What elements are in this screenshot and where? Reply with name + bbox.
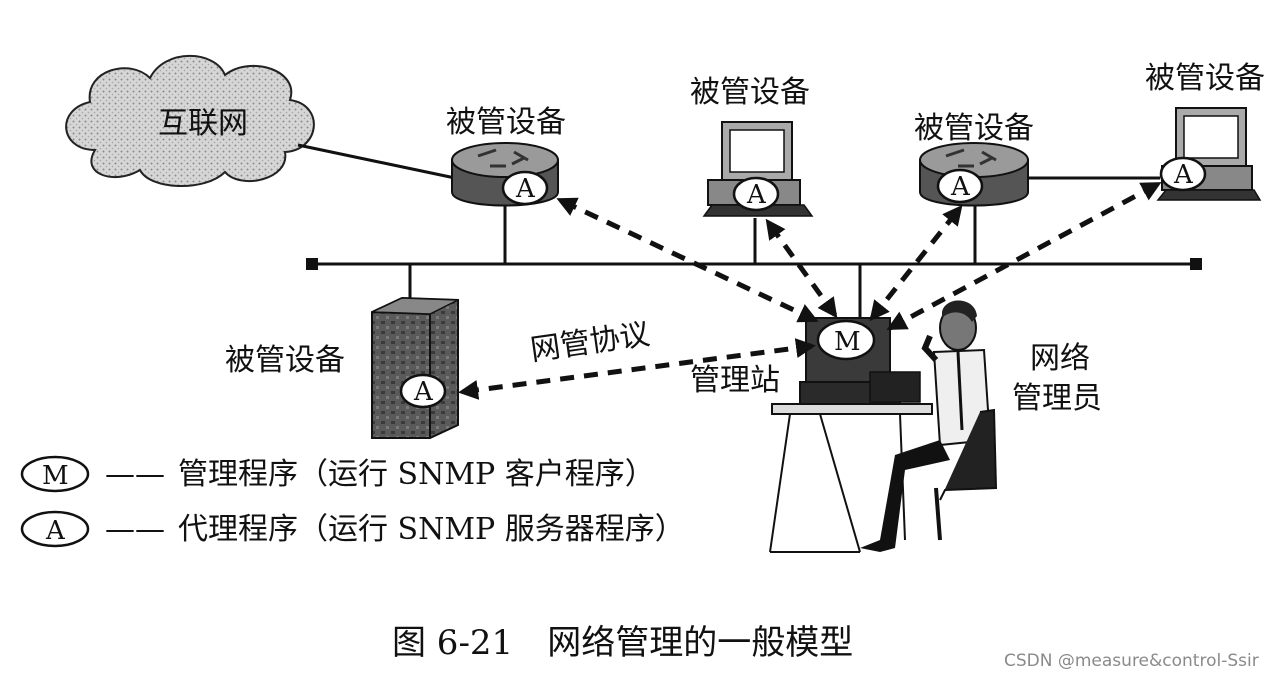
internet-cloud: 互联网	[65, 55, 315, 188]
agent-badge-text: A	[1173, 160, 1194, 190]
manager-badge-text: M	[834, 327, 861, 357]
network-admin-figure: 网络 管理员	[860, 300, 1102, 552]
legend-dash: ——	[105, 457, 165, 492]
device-label-2: 被管设备	[690, 75, 810, 110]
agent-badge	[399, 373, 447, 409]
watermark: CSDN @measure&control-Ssir	[1004, 651, 1259, 671]
manager-badge	[816, 319, 876, 361]
legend-item-agent: A —— 代理程序（运行 SNMP 服务器程序）	[20, 510, 685, 548]
admin-label-line1: 网络	[1030, 341, 1090, 376]
admin-label-line2: 管理员	[1012, 381, 1102, 416]
agent-badge-text: A	[515, 174, 536, 204]
device-label-5: 被管设备	[225, 343, 345, 378]
device-label-3: 被管设备	[914, 111, 1034, 146]
managed-computer-4: 被管设备 A	[1145, 61, 1265, 201]
station-label: 管理站	[690, 363, 780, 398]
legend-dash: ——	[105, 512, 165, 547]
figure-caption: 图 6-21 网络管理的一般模型	[392, 623, 853, 663]
agent-badge	[501, 170, 549, 206]
arrow-to-router-1	[556, 197, 819, 323]
management-station: M 管理站	[690, 317, 933, 553]
protocol-label: 网管协议	[528, 317, 652, 368]
cloud-label: 互联网	[158, 106, 248, 141]
legend-badge-text: A	[45, 516, 66, 546]
legend-badge-text: M	[42, 461, 69, 491]
agent-badge	[20, 510, 90, 548]
legend-text: 代理程序（运行 SNMP 服务器程序）	[178, 512, 685, 547]
internet-link	[297, 143, 456, 180]
device-label-1: 被管设备	[446, 105, 566, 140]
device-label-4: 被管设备	[1145, 61, 1265, 96]
agent-badge-text: A	[413, 377, 434, 407]
arrow-to-computer-2	[765, 218, 838, 319]
managed-server-5: 被管设备 A	[225, 296, 459, 439]
legend-item-manager: M —— 管理程序（运行 SNMP 客户程序）	[20, 455, 655, 493]
arrow-to-computer-4	[886, 181, 1162, 331]
agent-badge	[1159, 156, 1207, 192]
agent-badge-text: A	[746, 180, 767, 210]
manager-badge	[20, 455, 90, 493]
agent-badge-text: A	[950, 172, 971, 202]
legend-text: 管理程序（运行 SNMP 客户程序）	[178, 457, 655, 492]
managed-router-3: 被管设备 A	[914, 111, 1034, 207]
managed-router-1: 被管设备 A	[446, 105, 566, 207]
arrow-to-server-5	[458, 338, 816, 400]
managed-computer-2: 被管设备 A	[690, 75, 814, 217]
legend: M —— 管理程序（运行 SNMP 客户程序） A —— 代理程序（运行 SNM…	[20, 455, 685, 548]
